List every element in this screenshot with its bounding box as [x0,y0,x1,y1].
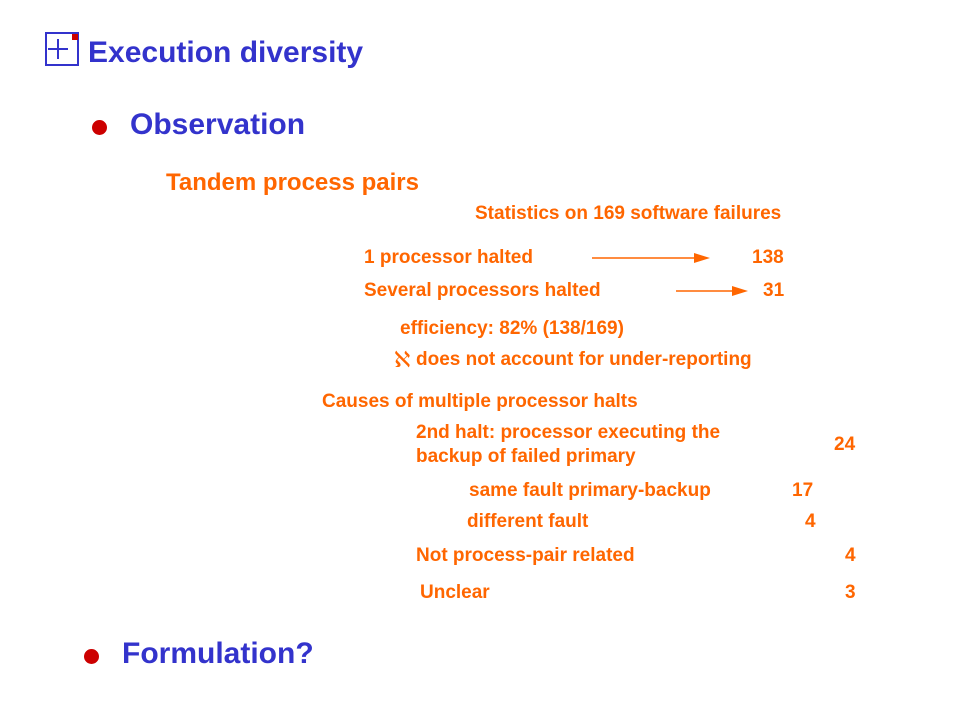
note-text: does not account for under-reporting [416,349,752,370]
slide-title: Execution diversity [88,36,364,69]
implication-icon: ℵ [394,348,411,373]
bullet-observation: Observation [130,108,306,141]
arrow-right-icon [592,253,710,263]
subcause-value: 17 [792,480,814,501]
cause-value: 4 [845,545,856,566]
row-label: 1 processor halted [364,247,533,268]
cause-label: Not process-pair related [416,545,635,566]
plus-box-icon [45,32,79,66]
subcause-label: same fault primary-backup [469,480,711,501]
arrow-right-icon [676,286,748,296]
bullet-formulation: Formulation? [122,637,314,670]
row-value: 31 [763,280,785,301]
subcause-value: 4 [805,511,816,532]
row-label: Several processors halted [364,280,601,301]
row-value: 138 [752,247,784,268]
stats-heading: Statistics on 169 software failures [475,203,782,224]
bullet-dot [92,120,107,135]
efficiency-text: efficiency: 82% (138/169) [400,318,624,339]
cause-value: 3 [845,582,856,603]
cause-label: Unclear [420,582,490,603]
cause-value: 24 [834,434,856,455]
section-heading: Tandem process pairs [166,169,419,196]
bullet-dot [84,649,99,664]
causes-heading: Causes of multiple processor halts [322,391,638,412]
cause-label-line1: 2nd halt: processor executing the [416,422,721,443]
cause-label-line2: backup of failed primary [416,446,636,467]
subcause-label: different fault [467,511,589,532]
